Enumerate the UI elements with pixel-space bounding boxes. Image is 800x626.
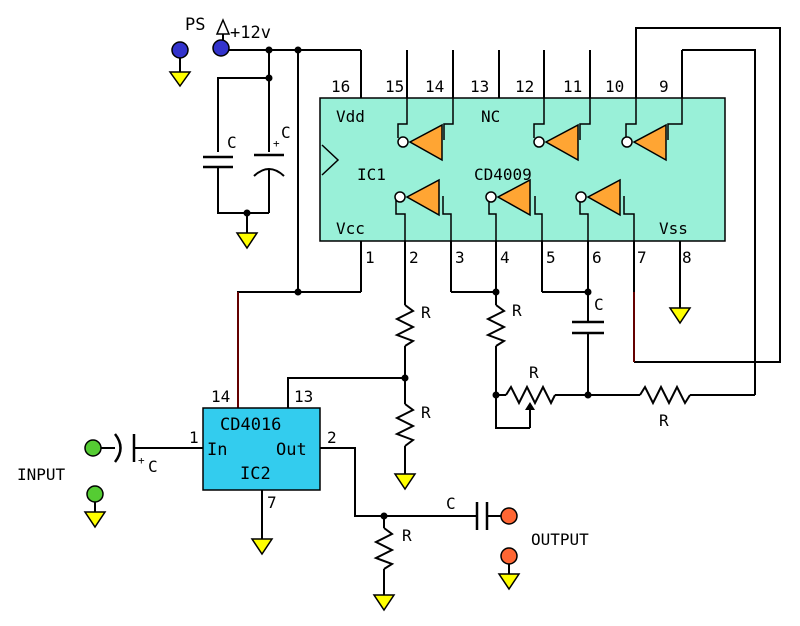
ic1-vss-label: Vss xyxy=(659,219,688,238)
buffer-1 xyxy=(397,123,443,162)
ic1-vdd-label: Vdd xyxy=(336,107,365,126)
ic2-pin-13: 13 xyxy=(294,387,313,406)
capacitor-decoupling xyxy=(203,155,269,214)
buffer-2 xyxy=(533,123,579,162)
capacitor-input-plus: + xyxy=(138,454,145,467)
buffer-4 xyxy=(394,178,440,217)
ic2-pin-14: 14 xyxy=(211,387,230,406)
wire-pin10-loop xyxy=(634,27,781,363)
buffer-3 xyxy=(621,123,667,162)
supply-rail xyxy=(217,49,361,292)
potentiometer-label: R xyxy=(529,363,539,382)
resistor-output-label: R xyxy=(402,526,412,545)
input-terminal xyxy=(84,439,115,457)
supply-terminal xyxy=(212,18,231,57)
ic2-out-label: Out xyxy=(276,440,307,460)
resistor-feedback-label: R xyxy=(659,411,669,430)
ic1-pin-6: 6 xyxy=(592,248,602,267)
ic1-pin-9: 9 xyxy=(659,77,669,96)
ic1-pin-13: 13 xyxy=(470,77,489,96)
capacitor-output xyxy=(384,502,502,530)
output-terminal xyxy=(500,507,518,525)
buffer-5 xyxy=(485,178,531,217)
ic2-pin-2: 2 xyxy=(327,428,337,447)
ic1-name-label: IC1 xyxy=(357,165,386,184)
ic1-pin-1: 1 xyxy=(365,248,375,267)
ic1-pin-14: 14 xyxy=(425,77,444,96)
resistor-output xyxy=(372,516,396,612)
ground-caps xyxy=(235,213,259,250)
ic1-vcc-label: Vcc xyxy=(336,219,365,238)
capacitor-output-label: C xyxy=(446,494,456,513)
ic2-pin-1: 1 xyxy=(189,428,199,447)
ic2-name-label: IC2 xyxy=(240,464,271,484)
ground-ic2 xyxy=(250,490,274,556)
capacitor-electrolytic-label: C xyxy=(281,123,291,142)
capacitor-timing xyxy=(572,292,604,395)
junction-vcc-298 xyxy=(294,288,302,296)
resistor-pin4 xyxy=(485,292,507,395)
resistor-pin2-label: R xyxy=(421,303,431,322)
capacitor-electrolytic xyxy=(253,153,285,213)
buffer-6 xyxy=(575,178,621,217)
supply-voltage-label: +12v xyxy=(230,23,271,43)
junction-rail-298 xyxy=(294,46,302,54)
resistor-divider-lower xyxy=(393,378,417,491)
ps-terminal xyxy=(168,41,192,88)
capacitor-decoupling-label: C xyxy=(227,133,237,152)
junction-pot-left xyxy=(492,391,500,399)
capacitor-timing-label: C xyxy=(594,295,604,314)
ic1-body xyxy=(319,97,726,242)
ic1-part-label: CD4009 xyxy=(474,165,532,184)
input-label: INPUT xyxy=(17,465,66,484)
ic1-notch xyxy=(321,144,340,176)
ic1-pin-16: 16 xyxy=(331,77,350,96)
input-ground-terminal xyxy=(83,485,107,529)
ic1-pin-5: 5 xyxy=(546,248,556,267)
ic2-in-label: In xyxy=(207,440,227,460)
ps-label: PS xyxy=(185,15,205,35)
ic1-pin-12: 12 xyxy=(515,77,534,96)
wire-divider-to-pin13 xyxy=(287,377,405,408)
capacitor-input xyxy=(113,433,203,463)
ground-pin8 xyxy=(668,307,692,325)
ic1-pin-15: 15 xyxy=(385,77,404,96)
ic1-pin-4: 4 xyxy=(500,248,510,267)
output-ground-terminal xyxy=(497,547,521,591)
ic1-nc-label: NC xyxy=(481,107,500,126)
resistor-feedback xyxy=(588,49,756,406)
resistor-pin4-label: R xyxy=(512,301,522,320)
wire-ic2-out xyxy=(320,447,384,517)
resistor-divider-lower-label: R xyxy=(421,403,431,422)
output-label: OUTPUT xyxy=(531,530,589,549)
capacitor-electrolytic-plus: + xyxy=(273,137,280,150)
potentiometer xyxy=(495,384,588,429)
ic1-pin-8: 8 xyxy=(682,248,692,267)
ic1-pin-3: 3 xyxy=(455,248,465,267)
ic1-pin-7: 7 xyxy=(637,248,647,267)
junction-rail-269-78 xyxy=(265,74,273,82)
ic1-pin-11: 11 xyxy=(563,77,582,96)
ic2-part-label: CD4016 xyxy=(220,415,281,435)
ic1-pin-10: 10 xyxy=(605,77,624,96)
resistor-pin2 xyxy=(394,300,416,378)
capacitor-input-label: C xyxy=(148,457,158,476)
ic1-internal-wiring xyxy=(395,98,683,241)
ic1-pin-2: 2 xyxy=(409,248,419,267)
ic2-pin-7: 7 xyxy=(267,493,277,512)
ic1-top-leads xyxy=(360,50,683,98)
junction-rail-269 xyxy=(265,46,273,54)
